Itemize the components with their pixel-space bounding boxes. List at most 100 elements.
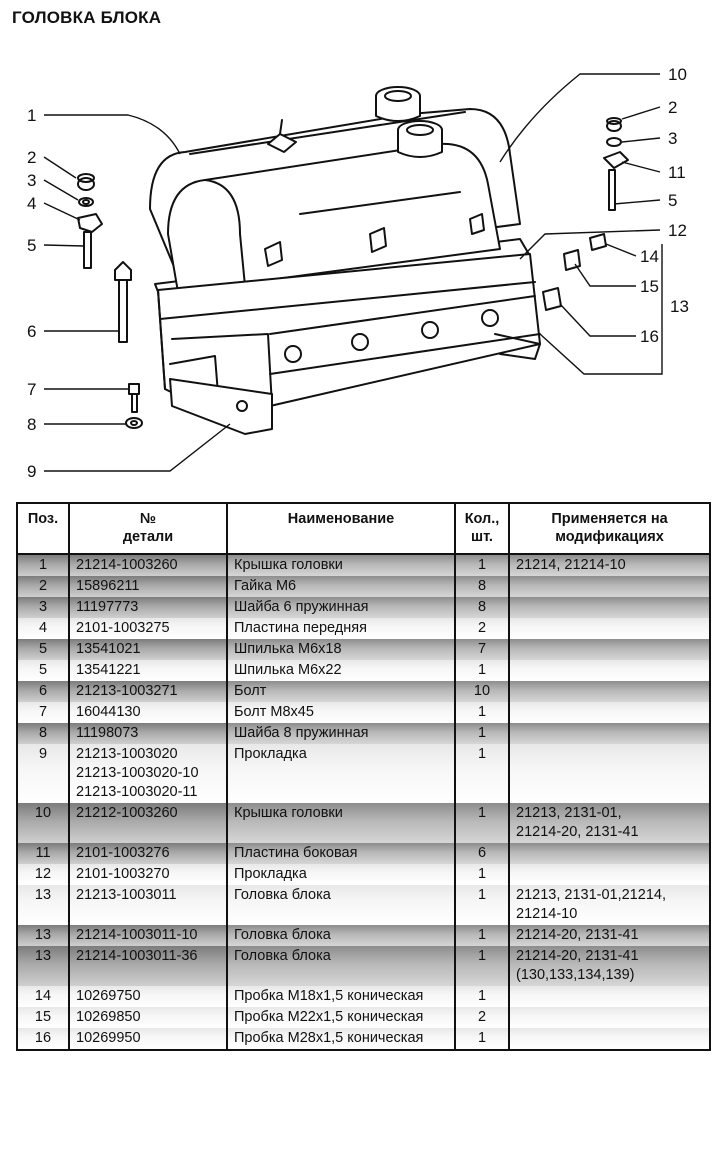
cell-part-number: 16044130 [68, 702, 228, 723]
cylinder-head-drawing [157, 253, 541, 415]
cell-pos: 5 [16, 639, 70, 660]
callout-label: 7 [27, 380, 36, 399]
cell-applies [508, 618, 711, 639]
cell-text: 8 [477, 578, 487, 594]
callout-label: 5 [27, 236, 36, 255]
cell-part-number: 21214-1003260 [68, 554, 228, 576]
cell-applies [508, 660, 711, 681]
cell-name: Прокладка [226, 864, 456, 885]
cell-pos: 15 [16, 1007, 70, 1028]
cell-part-number: 10269950 [68, 1028, 228, 1051]
cell-text: 10269850 [76, 1009, 141, 1025]
cell-name: Болт М8х45 [226, 702, 456, 723]
cell-qty: 1 [454, 660, 510, 681]
callout-label: 2 [27, 148, 36, 167]
cell-name: Крышка головки [226, 803, 456, 843]
cell-applies: 21214-20, 2131-41(130,133,134,139) [508, 946, 711, 986]
cell-text: Болт [234, 683, 267, 699]
cell-text: 10269950 [76, 1030, 141, 1046]
cell-name: Болт [226, 681, 456, 702]
cell-part-number: 21213-1003011 [68, 885, 228, 925]
cell-text: Пробка М22х1,5 коническая [234, 1009, 424, 1025]
cell-text: Шайба 6 пружинная [234, 599, 369, 615]
cell-part-number: 10269750 [68, 986, 228, 1007]
cell-name: Пробка М22х1,5 коническая [226, 1007, 456, 1028]
cell-pos: 3 [16, 597, 70, 618]
cell-text: Шайба 8 пружинная [234, 725, 369, 741]
callout-label: 2 [668, 98, 677, 117]
cell-pos: 4 [16, 618, 70, 639]
callout-label: 15 [640, 277, 659, 296]
cell-text: 21213-1003271 [76, 683, 178, 699]
cell-name: Шайба 8 пружинная [226, 723, 456, 744]
cell-text: 2101-1003276 [76, 845, 170, 861]
cell-text: 11198073 [76, 725, 139, 741]
cell-pos: 13 [16, 885, 70, 925]
cell-name: Головка блока [226, 946, 456, 986]
cell-name: Пластина передняя [226, 618, 456, 639]
cell-text: 2101-1003270 [76, 866, 170, 882]
cell-text: 1 [477, 746, 487, 762]
cell-text: 6 [38, 683, 48, 699]
cell-text: 1 [477, 948, 487, 964]
cell-name: Прокладка [226, 744, 456, 803]
cell-text: 21213, 2131-01, [516, 805, 622, 821]
cell-qty: 1 [454, 946, 510, 986]
table-row: 13 21214-1003011-36 Головка блока 1 21214-20… [16, 946, 711, 986]
cell-text: 10 [34, 805, 52, 821]
cell-pos: 14 [16, 986, 70, 1007]
cell-part-number: 21214-1003011-10 [68, 925, 228, 946]
cell-text: 13 [34, 948, 52, 964]
cell-applies [508, 723, 711, 744]
cell-text: 2 [477, 620, 487, 636]
cell-qty: 6 [454, 843, 510, 864]
cell-text: 6 [477, 845, 487, 861]
cell-text: 13541221 [76, 662, 141, 678]
cell-name: Пластина боковая [226, 843, 456, 864]
header-pos: Поз. [16, 502, 70, 555]
cell-text: 9 [38, 746, 48, 762]
callout-label: 12 [668, 221, 687, 240]
cell-name: Головка блока [226, 885, 456, 925]
cell-part-number: 15896211 [68, 576, 228, 597]
exploded-diagram: 1 2 3 4 5 6 7 8 9 10 2 3 11 5 12 14 15 1… [0, 34, 727, 490]
cell-text: 8 [477, 599, 487, 615]
cell-text: 21214-1003011-10 [76, 927, 198, 943]
cell-part-number: 21214-1003011-36 [68, 946, 228, 986]
header-name: Наименование [226, 502, 456, 555]
callout-label: 1 [27, 106, 36, 125]
cell-applies: 21213, 2131-01,21214-20, 2131-41 [508, 803, 711, 843]
cell-pos: 10 [16, 803, 70, 843]
cell-text: Пластина передняя [234, 620, 367, 636]
cell-text: 8 [38, 725, 48, 741]
cell-text: 21213-1003020-10 [76, 765, 199, 781]
cell-text: 13541021 [76, 641, 141, 657]
cell-part-number: 21213-1003271 [68, 681, 228, 702]
cell-text: 21213, 2131-01,21214, [516, 887, 666, 903]
cell-applies [508, 1028, 711, 1051]
cell-text: 21212-1003260 [76, 805, 178, 821]
callout-label: 3 [27, 171, 36, 190]
cell-text: 1 [477, 662, 487, 678]
cell-pos: 6 [16, 681, 70, 702]
cell-text: Головка блока [234, 948, 331, 964]
cell-qty: 2 [454, 618, 510, 639]
cell-text: 13 [34, 927, 52, 943]
cell-applies: 21214, 21214-10 [508, 554, 711, 576]
cell-applies [508, 1007, 711, 1028]
cell-part-number: 13541221 [68, 660, 228, 681]
cell-pos: 7 [16, 702, 70, 723]
cell-applies [508, 986, 711, 1007]
cell-text: Прокладка [234, 866, 307, 882]
cell-pos: 1 [16, 554, 70, 576]
cell-pos: 8 [16, 723, 70, 744]
cell-qty: 1 [454, 723, 510, 744]
cell-qty: 8 [454, 597, 510, 618]
cell-applies [508, 843, 711, 864]
